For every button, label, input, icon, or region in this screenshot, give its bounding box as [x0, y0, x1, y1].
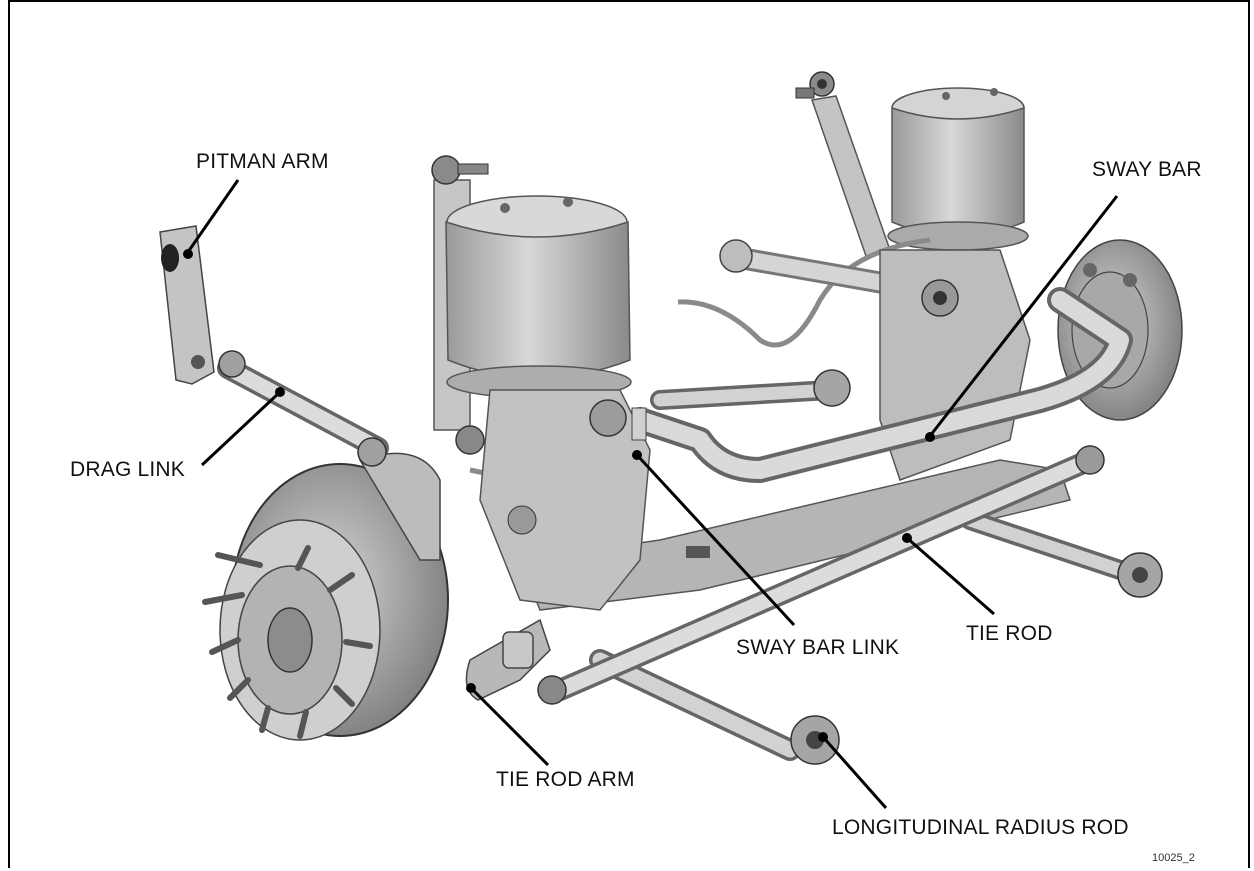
leader-sway-bar-link: [635, 453, 796, 627]
leader-dots: [183, 249, 935, 742]
leader-pitman-arm: [186, 179, 240, 253]
sway-bar-part: [627, 287, 1133, 483]
right-air-spring: [887, 87, 1029, 251]
figure-id: 10025_2: [1152, 852, 1195, 864]
tie-rod-arm-part: [465, 618, 551, 701]
label-tie-rod: TIE ROD: [966, 622, 1053, 645]
label-longitudinal-radius-rod: LONGITUDINAL RADIUS ROD: [832, 816, 1129, 839]
left-knuckle: [455, 389, 651, 705]
right-shock-absorber: [795, 71, 891, 257]
label-sway-bar-link: SWAY BAR LINK: [736, 636, 900, 659]
left-wheel-end: [202, 452, 449, 741]
drag-link-part: [217, 350, 389, 467]
label-sway-bar: SWAY BAR: [1092, 158, 1202, 181]
leader-longitudinal-radius-rod: [821, 736, 888, 809]
leader-drag-link: [200, 390, 282, 467]
pitman-arm-part: [159, 225, 215, 385]
left-air-spring: [445, 195, 632, 399]
leader-tie-rod: [906, 536, 995, 616]
label-drag-link: DRAG LINK: [70, 458, 185, 481]
radius-rods: [589, 369, 1163, 765]
leader-sway-bar: [928, 195, 1119, 437]
axle-beam: [518, 459, 1071, 611]
label-tie-rod-arm: TIE ROD ARM: [496, 768, 635, 791]
tie-rod-part: [549, 445, 1105, 701]
right-wheel-end: [879, 239, 1183, 481]
leader-tie-rod-arm: [469, 686, 550, 767]
label-pitman-arm: PITMAN ARM: [196, 150, 329, 173]
leader-lines: [186, 179, 1119, 809]
